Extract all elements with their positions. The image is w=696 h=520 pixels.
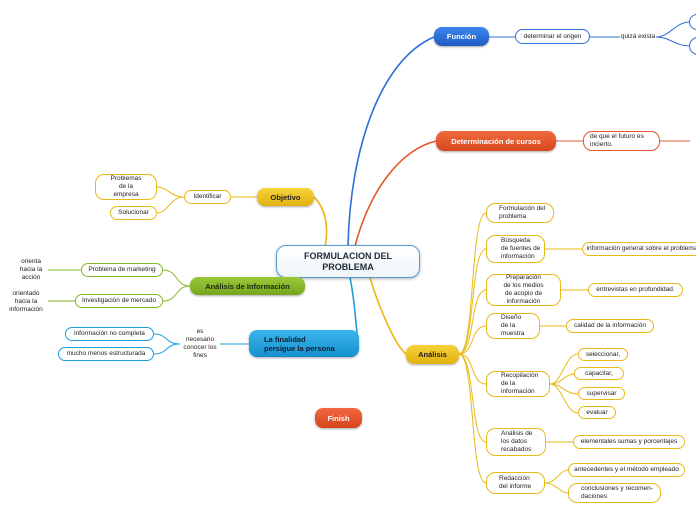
topic-analisis-informacion[interactable]: Análisis de Información xyxy=(190,277,305,295)
connector-finalidad-leaf1 xyxy=(153,333,181,345)
node-investigacion-mercado[interactable]: Investigación de mercado xyxy=(75,294,163,308)
node-calidad-informacion[interactable]: calidad de la información xyxy=(566,319,654,333)
node-conclusiones[interactable]: conclusiones y recomen- daciones xyxy=(568,483,661,503)
node-recopilacion[interactable]: Recopilación de la información xyxy=(486,371,550,397)
connector-determinacion xyxy=(354,140,437,247)
connector-objetivo-leaf2 xyxy=(156,196,185,214)
node-identificar[interactable]: Identificar xyxy=(184,190,231,204)
connector-ai-child1 xyxy=(162,269,191,287)
connector-analisis-items xyxy=(458,212,588,494)
node-problema-marketing[interactable]: Problema de marketing xyxy=(81,263,163,277)
topic-funcion[interactable]: Función xyxy=(434,27,489,46)
node-redaccion-informe[interactable]: Redacción del informe xyxy=(486,472,545,494)
node-sumas-porcentajes[interactable]: elementales sumas y porcentajes xyxy=(573,435,685,449)
topic-finalidad[interactable]: La finalidad persigue la persona xyxy=(249,330,359,357)
connector-objetivo-leaf1 xyxy=(156,186,185,198)
node-preparacion-medios[interactable]: Preparación de los medios de acopio de i… xyxy=(486,274,561,306)
node-seleccionar[interactable]: seleccionar, xyxy=(578,348,628,361)
node-futuro-incierto[interactable]: de que el futuro es incierto. xyxy=(583,131,660,151)
node-antecedentes[interactable]: antecedentes y el método empleado xyxy=(568,463,685,477)
connector-funcion-down xyxy=(655,36,691,47)
node-evaluar[interactable]: evaluar xyxy=(578,406,616,419)
topic-finish[interactable]: Finish xyxy=(315,408,362,428)
node-supervisar[interactable]: supervisar xyxy=(578,387,625,400)
node-orienta-accion[interactable]: orienta hacia la acción xyxy=(19,258,43,281)
node-informacion-general[interactable]: información general sobre el problema xyxy=(582,242,696,256)
connector-analisis xyxy=(369,277,407,355)
node-entrevistas[interactable]: entrevistas en profundidad. xyxy=(588,283,683,297)
topic-analisis[interactable]: Análisis xyxy=(406,345,459,364)
node-menos-estructurada[interactable]: mucho menos estructurada xyxy=(58,347,154,361)
connector-funcion-up xyxy=(655,21,691,38)
node-capacitar[interactable]: capacitar, xyxy=(574,367,624,380)
node-informacion-no-completa[interactable]: información no completa xyxy=(65,327,154,341)
topic-determinacion[interactable]: Determinación de cursos xyxy=(436,131,556,151)
topic-objetivo[interactable]: Objetivo xyxy=(257,188,314,206)
node-quiza-exista[interactable]: quizá exista xyxy=(620,33,656,41)
connector-ai-child2 xyxy=(162,285,191,302)
node-solucionar[interactable]: Solucionar xyxy=(110,206,157,220)
node-analisis-datos[interactable]: Análisis de los datos recabados xyxy=(486,428,546,456)
node-busqueda-fuentes[interactable]: Búsqueda de fuentes de información xyxy=(486,235,545,263)
node-conocer-fines[interactable]: es necesario conocer los fines xyxy=(183,328,217,359)
node-orientado-informacion[interactable]: orientado hacia la información xyxy=(9,290,43,313)
node-determinar-origen[interactable]: determinar el origen xyxy=(515,29,590,44)
connector-funcion xyxy=(347,36,435,247)
node-diseno-muestra[interactable]: Diseño de la muestra xyxy=(486,313,540,339)
node-formulacion-problema[interactable]: Formulación del problema xyxy=(486,203,554,223)
central-topic[interactable]: FORMULACION DEL PROBLEMA xyxy=(276,245,420,278)
node-problemas-empresa[interactable]: Problemas de la empresa xyxy=(95,174,157,200)
connector-objetivo xyxy=(313,196,328,249)
connector-finalidad-leaf2 xyxy=(153,343,181,355)
